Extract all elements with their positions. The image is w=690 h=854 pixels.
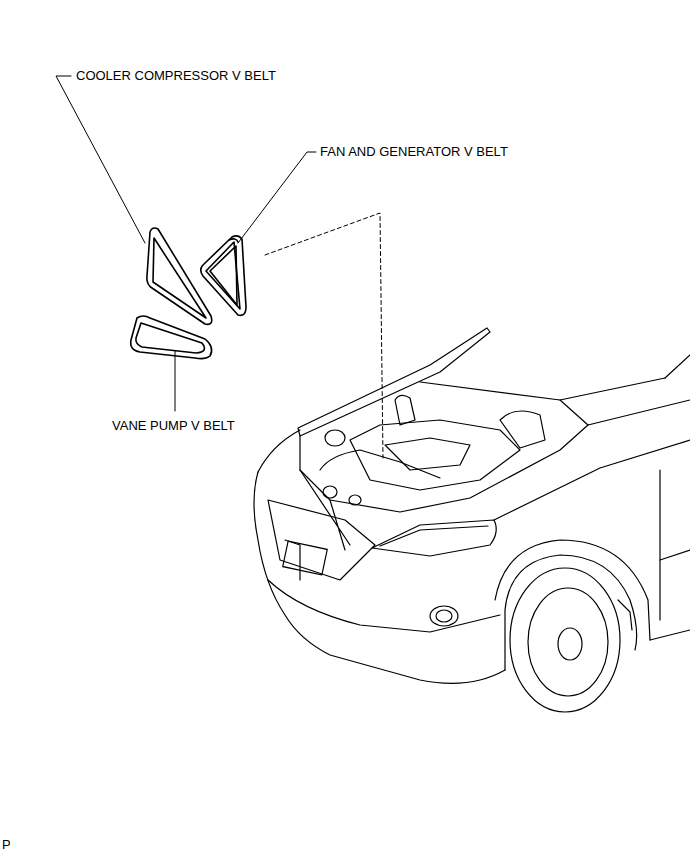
grille [268,500,375,580]
engine-part [349,495,361,505]
front-fender-top [258,430,300,472]
engine-part [323,486,337,498]
part-label: FAN AND GENERATOR V BELT [320,144,508,159]
windshield-base [560,400,690,425]
leader-line [175,351,176,411]
wheel-hub [558,628,582,660]
vane-pump-belt [131,316,212,359]
belt-outline [131,316,212,359]
belt-outline [210,246,237,305]
figure-code: P [2,837,11,852]
headlight-inner [380,526,488,546]
leader-line [56,76,145,243]
engine-part [500,411,545,448]
belt-outline [206,242,240,309]
part-label: COOLER COMPRESSOR V BELT [76,68,276,83]
wheel-rim [528,588,608,696]
dashed-leader [265,213,383,458]
engine-part [325,430,345,446]
fog-light [436,610,452,622]
front-fascia [254,472,505,683]
side-sill [650,550,690,640]
belt-outline [229,239,238,242]
part-label: VANE PUMP V BELT [112,418,235,433]
belt-outline [153,238,206,318]
wheel-arch [505,555,637,670]
bumper-line [268,580,500,632]
leader-lines [56,76,383,458]
engine-part [385,438,470,470]
engine-part [395,395,415,425]
a-pillar [665,355,690,378]
belt-outline [147,228,212,324]
fog-light [430,606,458,626]
door-line [659,470,660,620]
belt-outline [201,236,246,315]
fan-generator-belt [201,236,246,315]
hood-rear-edge [420,378,665,400]
hood [298,328,490,436]
tire [510,568,620,712]
headlight [372,520,496,556]
mud-flap [618,600,632,630]
wheel-arch-flare [495,540,650,640]
plate [283,541,328,575]
intake-pipe [320,450,440,478]
cooler-compressor-belt [147,228,212,324]
leader-line [238,152,316,243]
belt-outline [136,323,205,353]
vehicle-illustration [254,328,690,712]
